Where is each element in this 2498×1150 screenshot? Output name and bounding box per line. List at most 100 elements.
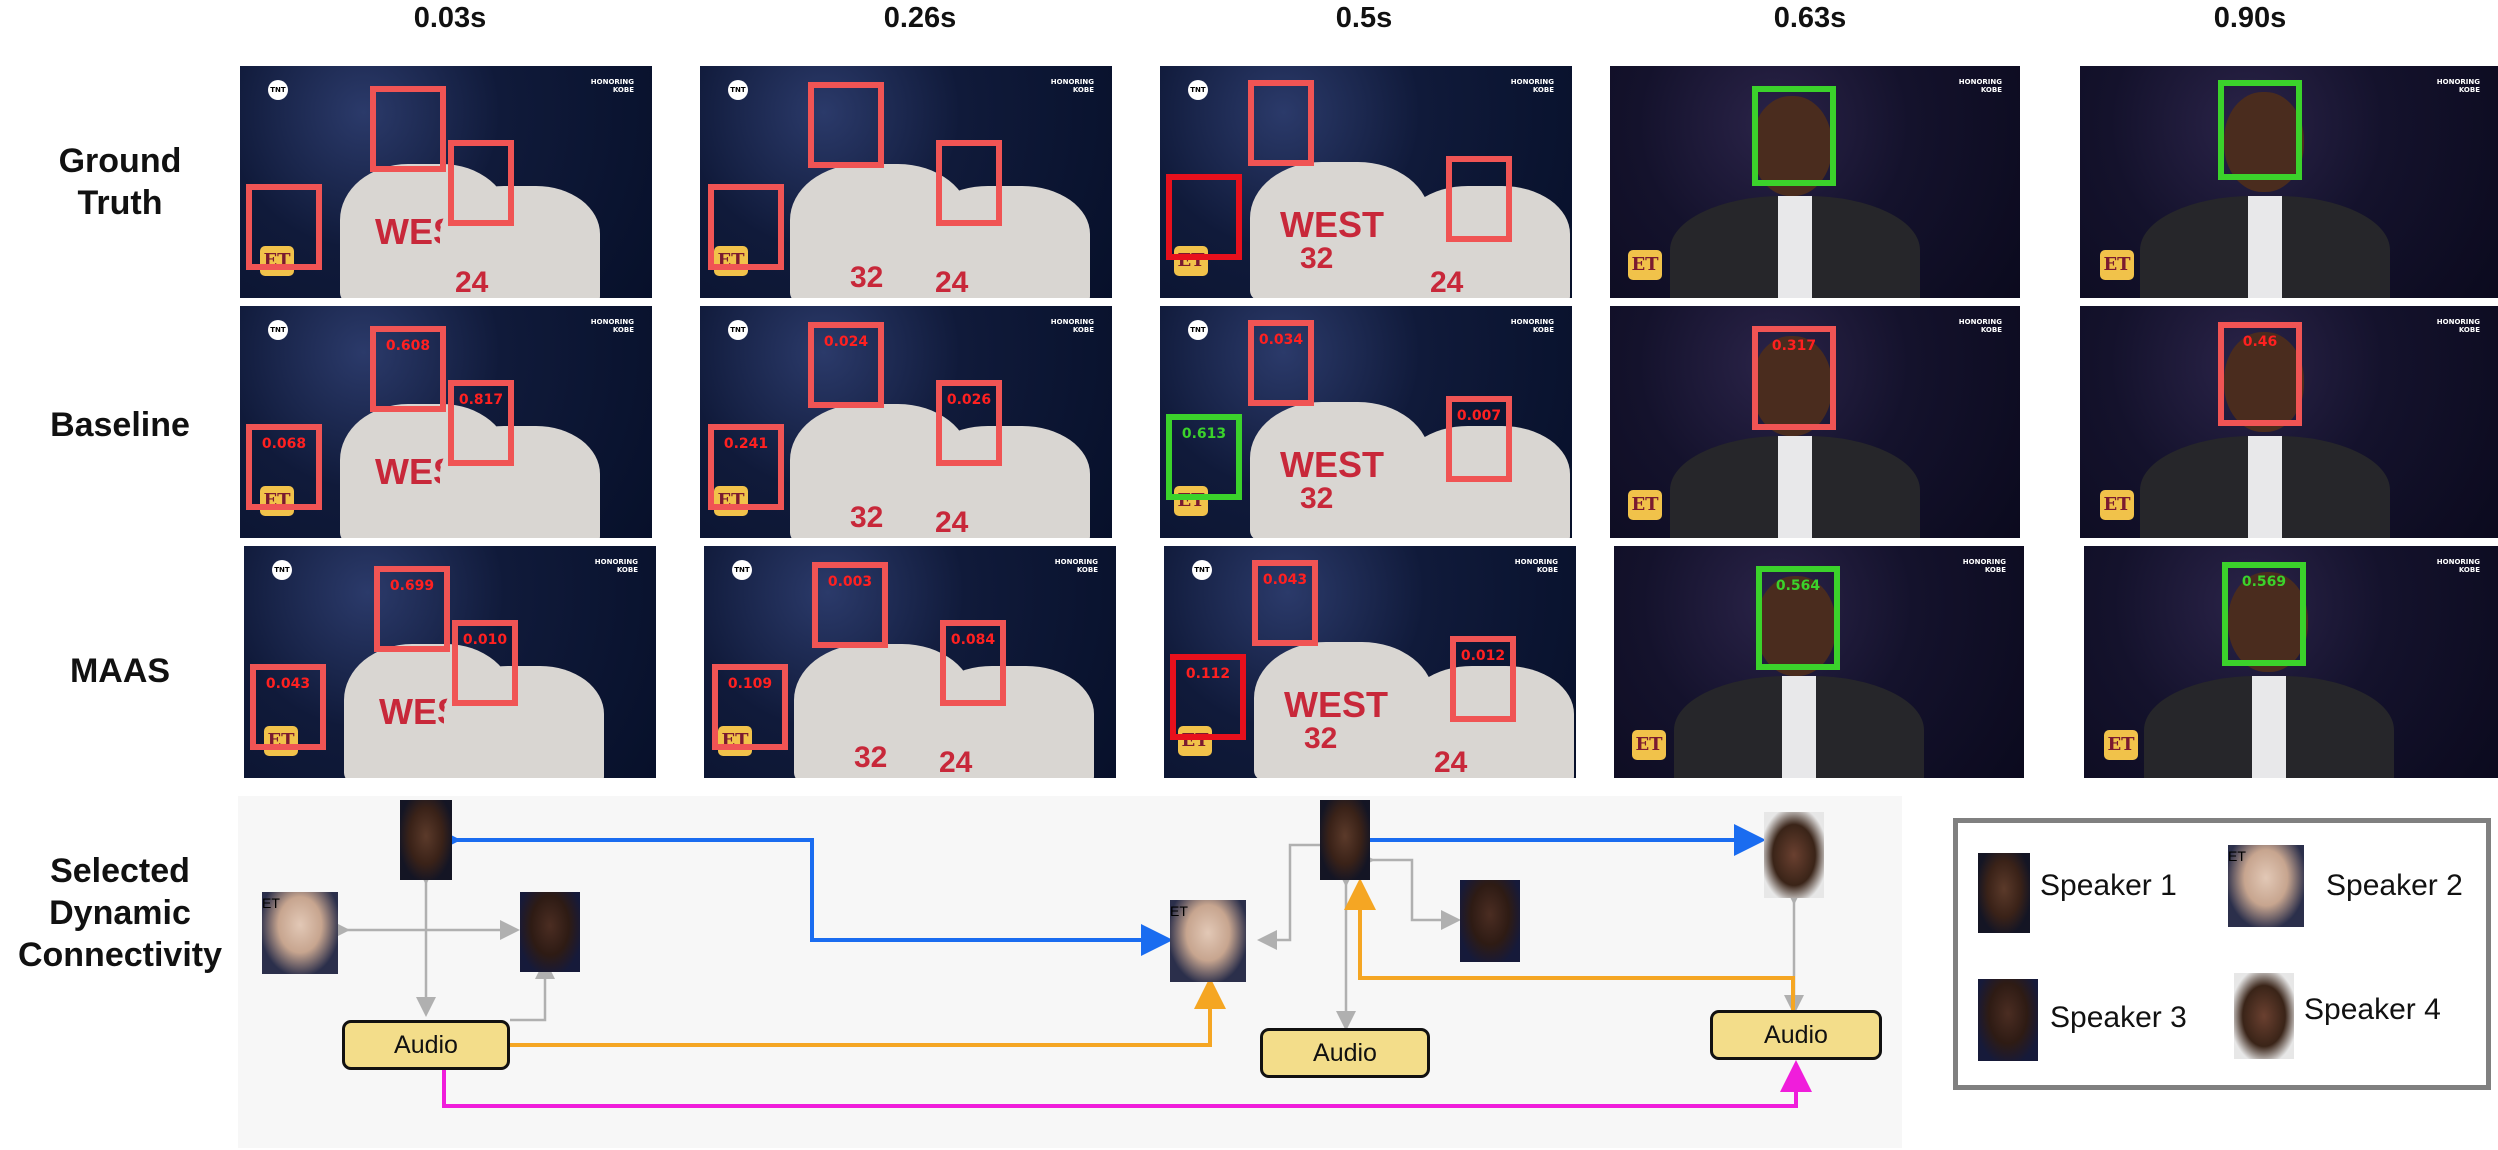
maas-box-speaker-2: 0.112 xyxy=(1170,654,1246,740)
jersey-number: 24 xyxy=(935,506,969,538)
row-label-ground-truth-line2: Truth xyxy=(77,184,163,222)
et-badge: ET xyxy=(1632,730,1666,760)
row-label-connectivity-line3: Connectivity xyxy=(17,936,223,974)
score: 0.613 xyxy=(1181,426,1227,442)
baseline-box-speaker-3: 0.026 xyxy=(936,380,1002,466)
shirt xyxy=(1778,436,1812,538)
corner-line1: HONORING xyxy=(590,78,634,86)
baseline-box-speaker-1: 0.034 xyxy=(1248,320,1314,406)
corner-line2: KOBE xyxy=(2458,566,2480,574)
blue-edges xyxy=(429,824,1766,956)
shirt xyxy=(1778,196,1812,298)
player-kobe xyxy=(1400,426,1570,538)
row-label-connectivity-line1: Selected xyxy=(50,852,190,890)
score: 0.817 xyxy=(458,392,504,408)
player-kobe xyxy=(920,426,1090,538)
corner-line1: HONORING xyxy=(1054,558,1098,566)
thumb-speaker-1 xyxy=(1320,800,1370,880)
audio-node-2: Audio xyxy=(1260,1028,1430,1078)
legend-speaker-2-label: Speaker 2 xyxy=(2326,869,2463,902)
maas-box-speaker-3: 0.010 xyxy=(452,620,518,706)
baseline-box-speaker-1: 0.024 xyxy=(808,322,884,408)
corner-line2: KOBE xyxy=(612,86,634,94)
player-kobe xyxy=(1400,186,1570,298)
et-badge: ET xyxy=(2228,848,2246,864)
corner-line1: HONORING xyxy=(1510,78,1554,86)
jersey-number: 32 xyxy=(850,501,884,534)
corner-line1: HONORING xyxy=(1050,78,1094,86)
speaker-legend: Speaker 1 ET Speaker 2 Speaker 3 Speaker… xyxy=(1953,818,2491,1090)
legend-speaker-4-label: Speaker 4 xyxy=(2304,993,2441,1026)
thumb-speaker-3 xyxy=(1460,880,1520,962)
player-kobe xyxy=(440,426,600,538)
jersey-text: WEST xyxy=(1280,444,1384,485)
score: 0.043 xyxy=(265,676,311,692)
maas-box-speaker-1: 0.043 xyxy=(1252,560,1318,646)
gt-box-speaker-3 xyxy=(1446,156,1512,242)
audio-node-3: Audio xyxy=(1710,1010,1882,1060)
corner-line2: KOBE xyxy=(1980,326,2002,334)
jersey-number: 24 xyxy=(1434,746,1468,778)
tnt-logo: TNT xyxy=(268,320,288,340)
corner-line2: KOBE xyxy=(1072,86,1094,94)
maas-box-speaker-3: 0.012 xyxy=(1450,636,1516,722)
et-badge: ET xyxy=(2104,730,2138,760)
maas-box-speaker-2: 0.109 xyxy=(712,664,788,750)
row-label-baseline: Baseline xyxy=(50,406,190,444)
shirt xyxy=(2252,676,2286,778)
score: 0.608 xyxy=(385,338,431,354)
row-label-connectivity-line2: Dynamic xyxy=(49,894,191,932)
et-badge: ET xyxy=(1170,903,1188,919)
jersey-number: 32 xyxy=(854,741,888,774)
corner-line1: HONORING xyxy=(590,318,634,326)
time-label-3: 0.5s xyxy=(1335,2,1393,34)
score: 0.569 xyxy=(2241,574,2287,590)
jersey-number: 24 xyxy=(935,266,969,298)
score: 0.026 xyxy=(946,392,992,408)
tnt-logo: TNT xyxy=(728,320,748,340)
et-badge: ET xyxy=(1178,726,1212,756)
score: 0.024 xyxy=(823,334,869,350)
corner-line2: KOBE xyxy=(1536,566,1558,574)
score: 0.010 xyxy=(462,632,508,648)
baseline-box-speaker-4: 0.317 xyxy=(1752,326,1836,430)
row-label-connectivity: Selected Dynamic Connectivity xyxy=(0,850,240,976)
corner-line2: KOBE xyxy=(1072,326,1094,334)
tnt-logo: TNT xyxy=(272,560,292,580)
jersey-number: 32 xyxy=(1300,242,1334,275)
baseline-box-speaker-1: 0.608 xyxy=(370,326,446,412)
head xyxy=(1756,576,1836,676)
et-badge: ET xyxy=(262,895,280,911)
tnt-logo: TNT xyxy=(1188,320,1208,340)
shirt xyxy=(1782,676,1816,778)
jersey-number: 32 xyxy=(1304,722,1338,755)
shirt xyxy=(2248,436,2282,538)
orange-edges xyxy=(510,878,1795,1047)
score: 0.109 xyxy=(727,676,773,692)
score: 0.034 xyxy=(1258,332,1304,348)
thumb-speaker-1 xyxy=(400,800,452,880)
jersey-number: 24 xyxy=(939,746,973,778)
legend-speaker-2-icon: ET xyxy=(2228,845,2304,927)
score: 0.003 xyxy=(827,574,873,590)
corner-line2: KOBE xyxy=(1984,566,2006,574)
jersey-number: 24 xyxy=(455,266,489,298)
corner-line1: HONORING xyxy=(1958,318,2002,326)
corner-line2: KOBE xyxy=(1532,86,1554,94)
gt-box-speaker-2 xyxy=(708,184,784,270)
gt-box-speaker-1 xyxy=(808,82,884,168)
time-label-4: 0.63s xyxy=(1773,2,1847,34)
score: 0.043 xyxy=(1262,572,1308,588)
gt-box-speaker-3 xyxy=(936,140,1002,226)
shirt xyxy=(2248,196,2282,298)
